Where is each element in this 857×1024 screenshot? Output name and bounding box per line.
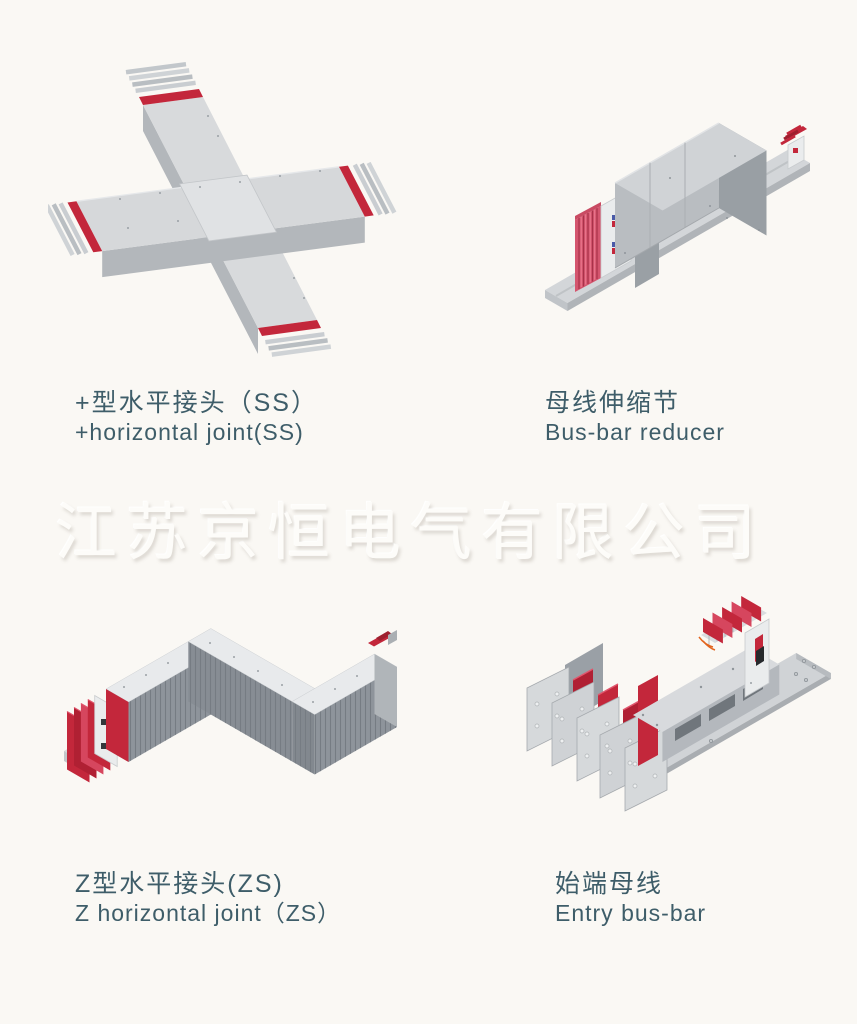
z-connector-right [368, 630, 397, 647]
caption-entry-bus-bar: 始端母线 Entry bus-bar [555, 869, 706, 928]
z-duct [105, 628, 398, 775]
bus-bar-reducer-illustration [545, 122, 810, 311]
z-finned-connector-left [66, 689, 129, 783]
caption-bus-bar-reducer-en: Bus-bar reducer [545, 419, 725, 445]
cross-finned-end-right [339, 161, 397, 217]
cross-finned-end-top [125, 61, 203, 105]
entry-side-plate [744, 618, 770, 698]
cross-finned-end-bottom [258, 320, 332, 357]
entry-conductor-plates [526, 666, 668, 812]
cross-center-plate [178, 174, 278, 242]
caption-cross-joint: +型水平接头（SS） +horizontal joint(SS) [75, 388, 318, 447]
cross-joint-illustration [48, 61, 397, 357]
caption-cross-joint-zh: +型水平接头（SS） [75, 389, 318, 417]
z-joint-illustration [64, 628, 398, 783]
entry-bus-bar-illustration [526, 596, 831, 812]
company-watermark: 江苏京恒电气有限公司 [55, 499, 766, 568]
reducer-right-connector [780, 124, 807, 170]
caption-entry-bus-bar-zh: 始端母线 [555, 870, 664, 898]
entry-finned-block [698, 596, 767, 651]
caption-z-joint-en: Z horizontal joint（ZS） [75, 900, 342, 926]
reducer-box [614, 122, 767, 269]
caption-entry-bus-bar-en: Entry bus-bar [555, 900, 707, 926]
rivet-dots [119, 115, 321, 299]
caption-bus-bar-reducer: 母线伸缩节 Bus-bar reducer [545, 388, 725, 447]
caption-z-joint: Z型水平接头(ZS) Z horizontal joint（ZS） [75, 869, 341, 928]
caption-bus-bar-reducer-zh: 母线伸缩节 [545, 389, 681, 417]
caption-z-joint-zh: Z型水平接头(ZS) [75, 870, 284, 898]
caption-cross-joint-en: +horizontal joint(SS) [75, 419, 304, 445]
cross-finned-end-left [48, 201, 103, 257]
